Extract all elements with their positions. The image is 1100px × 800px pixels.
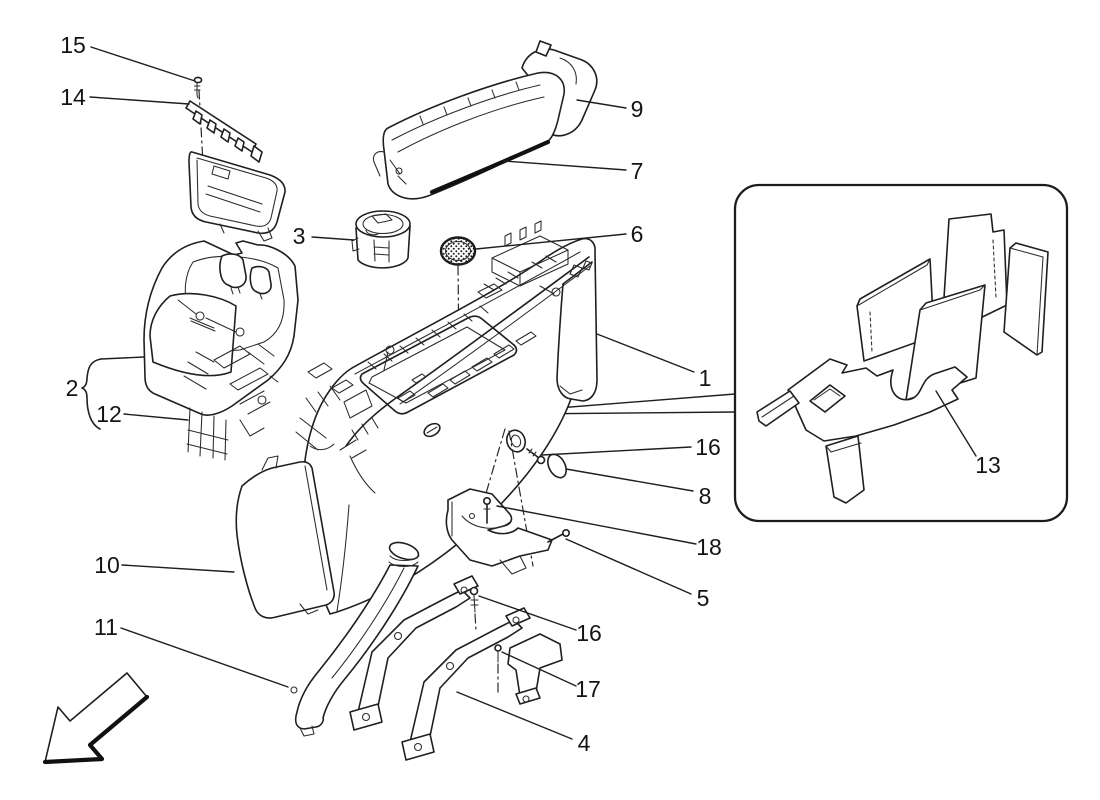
callout-4: 4	[578, 730, 591, 756]
callout-1: 1	[699, 365, 712, 391]
callout-8: 8	[699, 483, 712, 509]
part-screw-16a	[526, 448, 546, 465]
leader-12	[123, 413, 189, 421]
callout-17: 17	[575, 676, 601, 702]
console-rear-mechanism	[477, 220, 569, 299]
leader-3	[311, 236, 355, 241]
callout-7: 7	[631, 158, 644, 184]
leader-17	[501, 651, 577, 687]
callout-labels: 15 14 9 7 3 6 2 12 1 16 8 18 5 10 11 16 …	[60, 32, 1001, 756]
assembly-axis-18	[483, 428, 506, 501]
part-screw-16b	[469, 586, 479, 631]
leader-6	[475, 233, 627, 250]
part-pin-5	[547, 528, 570, 543]
leader-8	[565, 468, 694, 492]
leader-10	[121, 564, 235, 573]
callout-12: 12	[96, 401, 122, 427]
leader-16b	[478, 595, 577, 631]
part-trim-strip-14	[185, 100, 263, 163]
part-mount-bracket-18	[445, 488, 570, 575]
leader-13	[935, 390, 977, 457]
leader-lines	[81, 46, 977, 740]
part-grille-disc-6	[439, 236, 477, 266]
leader-7	[503, 160, 627, 171]
leader-16a	[541, 446, 692, 456]
detail-box	[733, 183, 1069, 523]
leader-14	[89, 96, 190, 105]
callout-5: 5	[697, 585, 710, 611]
leader-18	[496, 505, 697, 545]
callout-2: 2	[66, 375, 79, 401]
leader-2	[100, 356, 145, 360]
leader-9	[576, 99, 627, 109]
callout-18: 18	[696, 534, 722, 560]
leader-1	[596, 333, 695, 373]
part-console-body-1	[295, 220, 598, 615]
part-cap-8	[547, 453, 567, 479]
callout-6: 6	[631, 221, 644, 247]
part-carpet-13	[756, 213, 1049, 504]
part-screw-15	[193, 76, 203, 99]
part-armrest-lid-7	[373, 71, 565, 200]
leader-15	[90, 46, 196, 82]
callout-10: 10	[94, 552, 120, 578]
part-duct-11	[290, 541, 420, 737]
leader-5	[565, 538, 692, 595]
brace-2	[81, 358, 102, 430]
callout-16a: 16	[695, 434, 721, 460]
callout-15: 15	[60, 32, 86, 58]
part-front-trim-2	[143, 240, 299, 416]
part-storage-tray	[188, 151, 286, 242]
part-side-panel-10	[235, 455, 335, 619]
leader-11	[120, 627, 289, 688]
direction-arrow	[42, 672, 150, 765]
callout-16b: 16	[576, 620, 602, 646]
callout-9: 9	[631, 96, 644, 122]
part-screw-17	[494, 644, 502, 693]
leader-4	[456, 691, 573, 740]
callout-13: 13	[975, 452, 1001, 478]
console-front-mechanism	[295, 345, 427, 459]
callout-3: 3	[293, 223, 306, 249]
callout-14: 14	[60, 84, 86, 110]
part-cup-holder-3	[351, 210, 411, 269]
part-bracket-assembly-4	[349, 575, 563, 761]
grommet-hole	[505, 429, 527, 453]
part-mechanism-12	[183, 343, 279, 461]
callout-11: 11	[94, 614, 118, 640]
